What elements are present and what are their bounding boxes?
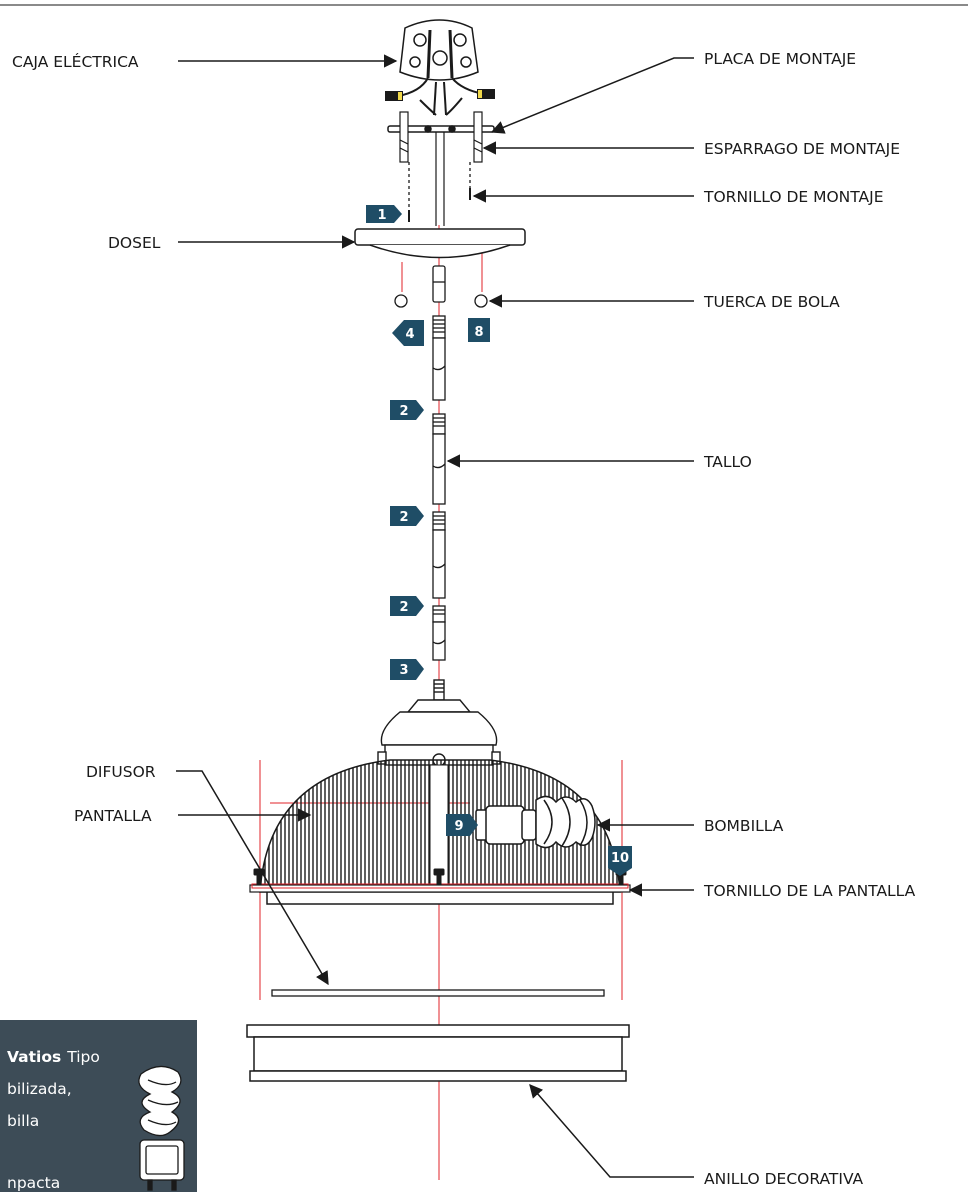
step-number-9: 9 <box>454 819 463 834</box>
label-tornillo-pantalla: TORNILLO DE LA PANTALLA <box>703 882 916 900</box>
cfl-bulb <box>475 795 596 849</box>
note-bold-text: Vatios <box>7 1048 61 1066</box>
label-difusor: DIFUSOR <box>86 763 156 781</box>
step-badge-1 <box>366 205 402 223</box>
ball-nut-left <box>394 294 408 308</box>
step-badge-9 <box>446 814 478 836</box>
label-tornillo-montaje: TORNILLO DE MONTAJE <box>703 188 884 206</box>
step-numbers: 1 4 8 2 2 2 3 10 9 <box>377 208 629 866</box>
label-pantalla: PANTALLA <box>74 807 152 825</box>
step-badge-4 <box>392 320 424 346</box>
step-number-3: 3 <box>399 663 408 678</box>
shade-fitter <box>377 679 501 767</box>
label-esparrago-montaje: ESPARRAGO DE MONTAJE <box>704 140 900 158</box>
step-badge-2b <box>390 506 424 526</box>
step-badge-2c <box>390 596 424 616</box>
step-number-8: 8 <box>474 325 483 340</box>
note-line3: billa <box>7 1112 39 1130</box>
decorative-ring <box>246 1024 630 1082</box>
leader-lines <box>176 54 694 1178</box>
ball-nut-right <box>474 294 488 308</box>
step-number-1: 1 <box>377 208 386 223</box>
label-tuerca-bola: TUERCA DE BOLA <box>703 293 840 311</box>
mounting-screws <box>408 162 471 222</box>
wattage-note: Vatios Tipo bilizada, billa npacta <box>0 1020 197 1192</box>
electrical-box <box>399 19 479 81</box>
step-badge-2a <box>390 400 424 420</box>
wires <box>385 77 495 116</box>
mounting-studs <box>399 111 483 163</box>
step-number-2a: 2 <box>399 404 408 419</box>
note-line2: bilizada, <box>7 1080 72 1098</box>
cfl-bulb-icon <box>138 1065 185 1191</box>
diffuser <box>271 989 605 997</box>
note-line4: npacta <box>7 1174 60 1192</box>
label-dosel: DOSEL <box>108 234 161 252</box>
canopy <box>354 228 526 259</box>
step-badge-8 <box>468 318 490 342</box>
step-badge-10 <box>608 846 632 876</box>
step-number-2b: 2 <box>399 510 408 525</box>
step-number-2c: 2 <box>399 600 408 615</box>
label-placa-montaje: PLACA DE MONTAJE <box>704 50 856 68</box>
label-tallo: TALLO <box>703 453 752 471</box>
step-number-10: 10 <box>611 851 629 866</box>
note-line1: Tipo <box>66 1048 100 1066</box>
step-badge-3 <box>390 659 424 680</box>
step-badges <box>366 205 632 876</box>
part-labels: CAJA ELÉCTRICA PLACA DE MONTAJE ESPARRAG… <box>12 50 916 1188</box>
label-caja-electrica: CAJA ELÉCTRICA <box>12 52 139 71</box>
shade <box>249 759 631 905</box>
label-bombilla: BOMBILLA <box>704 817 784 835</box>
label-anillo-decorativa: ANILLO DECORATIVA <box>704 1170 864 1188</box>
stem <box>432 265 446 661</box>
step-number-4: 4 <box>405 327 414 342</box>
